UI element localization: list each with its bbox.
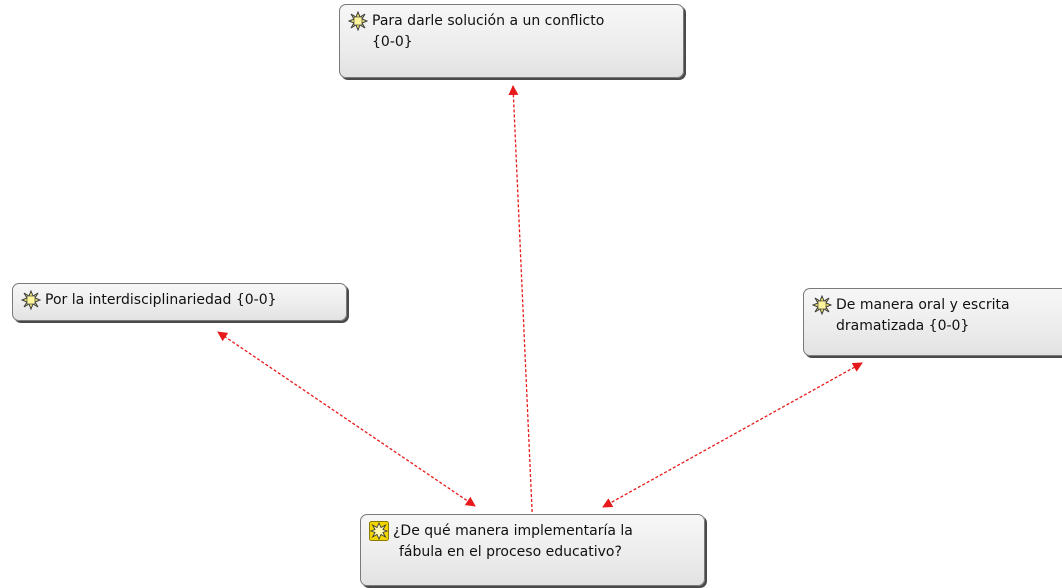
node-label-line1: De manera oral y escrita	[836, 297, 1010, 313]
node-label-line1: ¿De qué manera implementaría la	[393, 523, 633, 539]
node-label-line1: Para darle solución a un conflicto	[372, 13, 605, 29]
link-center-top[interactable]	[508, 85, 538, 533]
code-star-highlight-icon	[369, 521, 389, 541]
node-de-que-manera[interactable]: ¿De qué manera implementaría la fábula e…	[360, 514, 705, 586]
node-label-line2: {0-0}	[372, 34, 413, 50]
node-label-line2: dramatizada {0-0}	[836, 318, 970, 334]
node-para-darle-solucion[interactable]: Para darle solución a un conflicto {0-0}	[339, 4, 684, 78]
node-de-manera-oral[interactable]: De manera oral y escrita dramatizada {0-…	[803, 288, 1062, 356]
node-label-line2: fábula en el proceso educativo?	[399, 544, 622, 560]
node-label-line1: Por la interdisciplinariedad {0-0}	[45, 292, 277, 308]
code-star-icon	[348, 11, 368, 31]
link-center-right[interactable]	[602, 362, 863, 508]
node-por-la-interdisciplinariedad[interactable]: Por la interdisciplinariedad {0-0}	[12, 283, 347, 321]
link-center-left[interactable]	[217, 331, 476, 507]
code-star-icon	[21, 290, 41, 310]
code-star-icon	[812, 295, 832, 315]
